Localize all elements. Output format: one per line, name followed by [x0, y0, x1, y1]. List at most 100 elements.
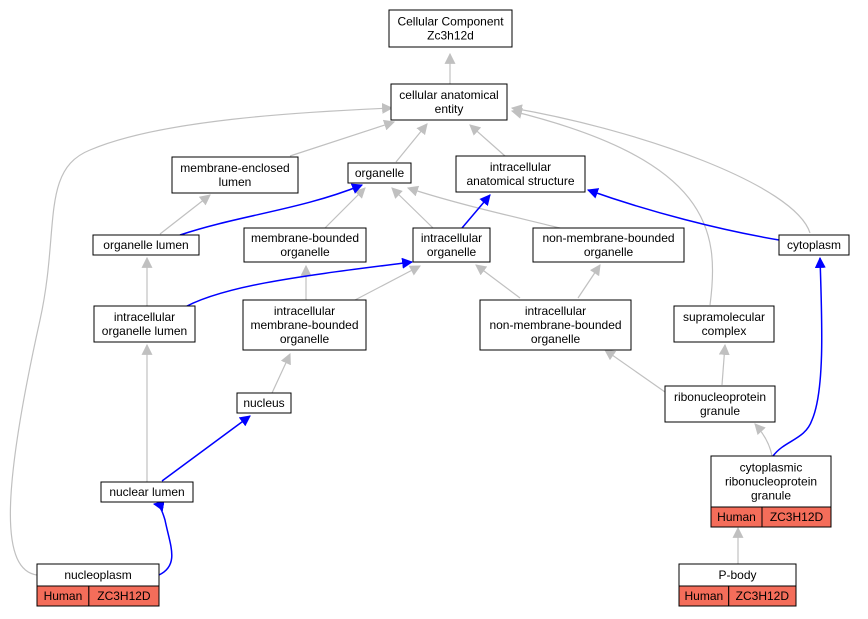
- node-label-line: organelle: [280, 245, 330, 259]
- node-label-line: entity: [435, 102, 464, 116]
- node-nuclumen[interactable]: nuclear lumen: [100, 481, 194, 503]
- node-label-line: Zc3h12d: [427, 29, 474, 43]
- edge-rnpg-from-crnpg: [754, 423, 773, 457]
- node-label-line: ribonucleoprotein: [725, 475, 817, 489]
- node-label-line: organelle lumen: [103, 238, 188, 252]
- node-box: [390, 83, 508, 121]
- node-box: [243, 227, 367, 263]
- gene-label: ZC3H12D: [97, 589, 151, 603]
- node-label-line: intracellular: [525, 304, 586, 318]
- species-label: Human: [685, 589, 724, 603]
- gene-label: ZC3H12D: [770, 510, 824, 524]
- gene-cell: [88, 585, 160, 607]
- node-label-line: intracellular: [274, 304, 335, 318]
- node-label-line: nuclear lumen: [109, 485, 184, 499]
- edge-io-from-iol-blue: [179, 257, 414, 311]
- node-label-line: anatomical structure: [466, 174, 574, 188]
- gene-cell: [728, 585, 797, 607]
- node-box: [664, 385, 776, 423]
- node-label-line: membrane-bounded: [250, 318, 358, 332]
- node-label-line: organelle: [355, 166, 405, 180]
- edge-ias-from-cytoplasm-blue: [586, 188, 780, 241]
- node-label-line: P-body: [718, 568, 756, 582]
- node-box: [673, 305, 775, 343]
- edge-organelle-from-nmbo: [406, 185, 561, 229]
- node-label-line: granule: [751, 489, 791, 503]
- node-box: [455, 155, 586, 193]
- node-label-line: complex: [702, 324, 747, 338]
- node-label-line: intracellular: [490, 160, 551, 174]
- node-label-line: ribonucleoprotein: [674, 390, 766, 404]
- node-nucleus[interactable]: nucleus: [236, 392, 292, 414]
- edge-cae-from-supra: [510, 108, 714, 306]
- node-box: [347, 162, 412, 184]
- node-label-line: organelle: [531, 332, 581, 346]
- edge-cytoplasm-from-crnpg-blue: [772, 256, 826, 457]
- edge-nucleus-from-nuclumen-blue: [161, 415, 251, 482]
- node-crnpg[interactable]: cytoplasmicribonucleoproteingranuleHuman…: [710, 455, 832, 528]
- node-label-line: cytoplasmic: [740, 461, 803, 475]
- edge-cae-from-mel: [289, 119, 396, 157]
- node-box: [479, 299, 632, 351]
- edge-supra-from-rnpg: [718, 343, 730, 386]
- edge-organelle-from-orglumen-blue: [179, 183, 364, 236]
- species-label: Human: [717, 510, 756, 524]
- gene-label: ZC3H12D: [736, 589, 790, 603]
- node-label-line: organelle: [584, 245, 634, 259]
- edge-io-from-inmbo: [475, 264, 521, 299]
- species-label: Human: [44, 589, 83, 603]
- node-box: [710, 455, 832, 508]
- edge-organelle-from-io: [391, 187, 434, 229]
- node-box: [93, 305, 196, 343]
- node-label-line: intracellular: [421, 231, 482, 245]
- edge-cae-from-organelle: [395, 123, 428, 163]
- node-label-line: non-membrane-bounded: [489, 318, 621, 332]
- edge-cae-from-ias: [469, 124, 506, 157]
- node-label-line: cellular anatomical: [399, 88, 498, 102]
- edge-nmbo-from-inmbo: [577, 264, 601, 299]
- node-inmbo[interactable]: intracellularnon-membrane-boundedorganel…: [479, 299, 632, 351]
- edges: [9, 52, 826, 576]
- node-label-line: nucleus: [243, 396, 284, 410]
- node-box: [92, 234, 200, 256]
- node-box: [242, 299, 367, 351]
- edge-nuclumen-from-nucleoplasm-blue: [152, 500, 173, 576]
- node-box: [412, 227, 491, 263]
- node-box: [388, 9, 513, 48]
- node-box: [100, 481, 194, 503]
- edge-io-from-imbo: [354, 265, 421, 301]
- edge-cae-from-cytoplasm: [510, 104, 811, 234]
- node-label-line: cytoplasm: [787, 238, 841, 252]
- node-box: [532, 227, 685, 263]
- node-label-line: organelle lumen: [102, 324, 187, 338]
- node-organelle[interactable]: organelle: [347, 162, 412, 184]
- node-cytoplasm[interactable]: cytoplasm: [778, 234, 850, 256]
- node-orglumen[interactable]: organelle lumen: [92, 234, 200, 256]
- gene-cell: [761, 506, 832, 528]
- node-label-line: intracellular: [114, 310, 175, 324]
- edge-imbo-from-nucleus: [271, 353, 291, 394]
- node-box: [778, 234, 850, 256]
- node-label-line: membrane-bounded: [251, 231, 359, 245]
- node-label-line: supramolecular: [683, 310, 765, 324]
- node-label-line: non-membrane-bounded: [542, 231, 674, 245]
- edge-inmbo-from-rnpg: [604, 349, 666, 393]
- node-label-line: granule: [700, 404, 740, 418]
- node-box: [236, 392, 292, 414]
- node-label-line: organelle: [280, 332, 330, 346]
- node-label-line: lumen: [219, 175, 252, 189]
